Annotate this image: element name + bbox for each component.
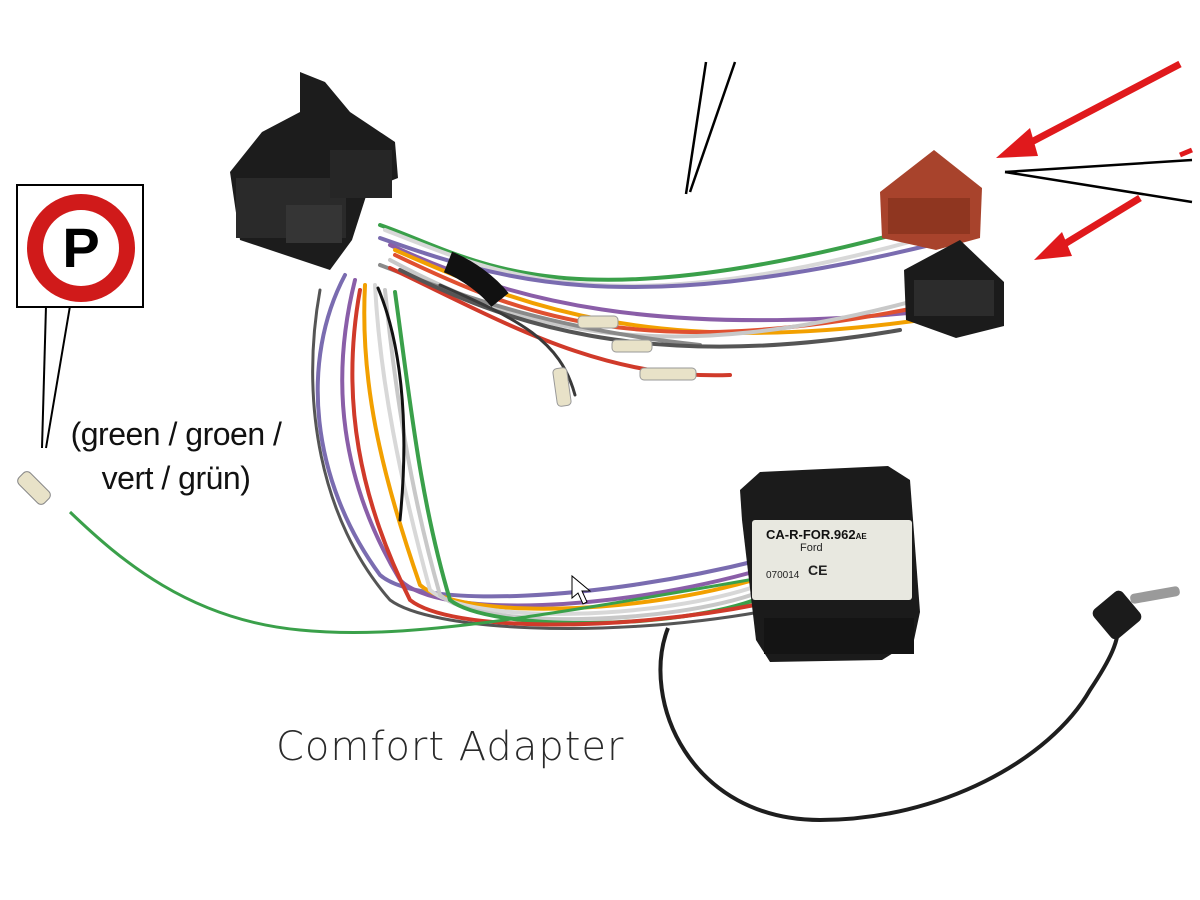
mouse-cursor-icon [571,574,592,605]
jack-cable [658,621,1121,823]
pointer-lines-right [1004,158,1193,204]
green-wire-terminal [17,471,51,505]
callout-line-1: (green / groen / [70,416,282,452]
quadlock-connector [230,72,398,270]
parking-sign-icon: P [27,194,135,302]
module-model: CA-R-FOR.962 [766,527,856,542]
parking-sign-letter: P [62,216,100,279]
wire-bundle-lower [311,273,762,631]
comfort-adapter-module [740,466,920,662]
green-wire [68,510,761,635]
wire-color-callout: (green / groen / vert / grün) [46,412,306,500]
wire-bundle-upper [378,220,942,397]
module-model-label: CA-R-FOR.962AE [766,527,867,542]
callout-line-2: vert / grün) [101,460,251,496]
iso-connector-red [880,150,982,250]
product-caption: Comfort Adapter [276,724,625,770]
module-model-suffix: AE [855,532,867,541]
parking-sign-callout: P [16,184,144,308]
callout-pointer [41,305,71,449]
iso-connector-black [904,240,1004,338]
module-code: 070014 [766,570,800,581]
module-ce-mark: CE [808,562,828,578]
red-arrow-upper [996,60,1182,158]
pointer-lines-top [684,61,737,195]
spade-terminals [552,315,697,407]
module-brand: Ford [800,542,823,554]
jack-plug [1092,586,1180,640]
red-arrow-lower [1034,195,1142,260]
